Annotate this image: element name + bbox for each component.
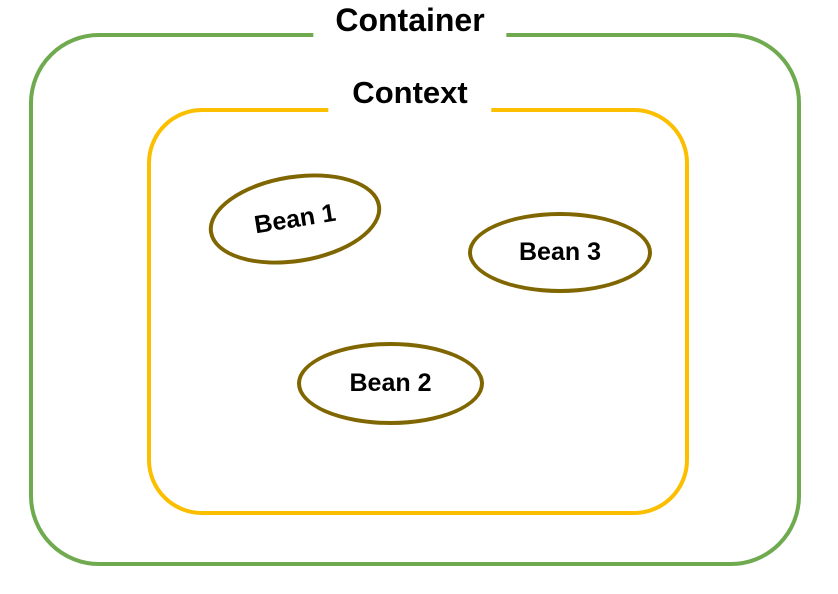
bean-2-label: Bean 2 <box>349 369 432 397</box>
bean-1-label: Bean 1 <box>252 198 338 239</box>
bean-3-label: Bean 3 <box>519 238 601 266</box>
container-label: Container <box>313 0 507 44</box>
context-label: Context <box>328 74 492 116</box>
bean-2-ellipse: Bean 2 <box>297 342 484 425</box>
bean-3-ellipse: Bean 3 <box>468 212 652 293</box>
context-box <box>147 108 689 515</box>
